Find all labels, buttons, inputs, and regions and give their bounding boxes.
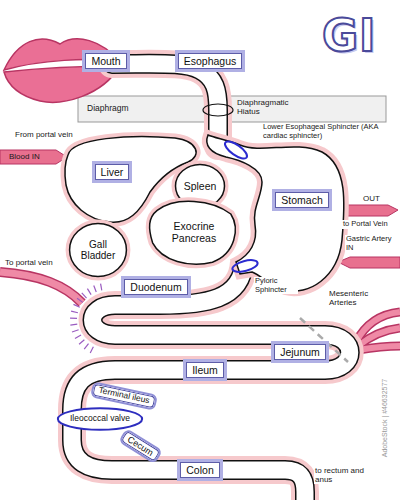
- fringe-stroke: [90, 347, 93, 353]
- organ-box: Terminal ileus: [90, 381, 158, 410]
- part-label: to Portal Vein: [342, 220, 389, 229]
- tube-wall: [72, 262, 350, 500]
- organ-name: Terminal ileus: [98, 385, 151, 406]
- part-label: To portal vein: [4, 258, 54, 267]
- organ-name: Esophagus: [184, 55, 237, 67]
- organ-name: Duodenum: [130, 281, 181, 293]
- part-label: AdobeStock | #46632577: [381, 378, 389, 459]
- organ-name: Colon: [186, 464, 213, 476]
- organ-name: Ileum: [192, 364, 218, 376]
- tube-lumen: [72, 262, 350, 500]
- fringe-stroke: [71, 311, 78, 313]
- part-label: Diaphragm: [86, 104, 130, 114]
- part-label: OUT: [362, 194, 381, 203]
- organ-box: Mouth: [82, 50, 129, 72]
- shape-border: [70, 224, 127, 277]
- organ-box: Duodenum: [121, 276, 190, 298]
- part-label: Lower Esophageal Sphincter (AKA cardiac …: [262, 123, 396, 140]
- organ-name: Gall Bladder: [74, 239, 122, 262]
- portal-vein-ribbon-edge: [0, 272, 82, 303]
- part-label: to rectum and anus: [314, 466, 380, 484]
- organ-name: Stomach: [281, 194, 322, 206]
- shape-halo: [70, 224, 127, 277]
- fringe-stroke: [101, 284, 102, 291]
- organ-box: Jejunum: [271, 341, 329, 363]
- fringe-stroke: [94, 285, 97, 292]
- part-label: From portal vein: [14, 130, 74, 139]
- organ-shape: Exocrine Pancreas: [148, 196, 240, 268]
- artery-edge: [358, 346, 400, 350]
- shape-halo: [150, 201, 236, 264]
- fringe-stroke: [79, 340, 84, 345]
- gastric-artery-ribbon: [338, 257, 400, 268]
- intestine-tube: [72, 262, 350, 500]
- organ-name: Cecum: [125, 434, 154, 458]
- diagram-title: GI: [322, 14, 377, 58]
- organ-shape: Ileococcal valve: [57, 408, 143, 430]
- tube-halo: [72, 262, 350, 500]
- fringe-stroke: [73, 304, 79, 307]
- fringe-stroke: [84, 344, 88, 350]
- fringe-stroke: [77, 298, 83, 302]
- fringe-stroke: [82, 293, 87, 298]
- fringe-stroke: [75, 335, 81, 339]
- part-label: Mesenteric Arteries: [328, 289, 398, 307]
- part-label: Diaphragmatic Hiatus: [236, 98, 300, 116]
- fringe-stroke: [72, 330, 79, 332]
- lower-esophageal-sphincter: [222, 138, 249, 161]
- shape-border: [150, 201, 236, 264]
- artery: [358, 346, 400, 350]
- shape-border: [58, 408, 142, 430]
- organ-name: Liver: [101, 166, 124, 178]
- organ-box: Esophagus: [175, 50, 246, 72]
- part-label: Blood IN: [8, 152, 41, 161]
- organ-box: Stomach: [272, 189, 331, 211]
- portal-vein-ribbon: [0, 272, 82, 303]
- organ-box: Liver: [92, 161, 133, 183]
- fringe-stroke: [87, 289, 91, 295]
- fringe-stroke: [70, 324, 77, 326]
- organ-box: Colon: [177, 459, 222, 481]
- part-label: Pyloric Sphincter: [254, 277, 298, 294]
- organ-name: Ileococcal valve: [70, 414, 130, 424]
- organ-name: Spleen: [184, 180, 217, 192]
- fringe-stroke: [70, 317, 77, 319]
- pyloric-sphincter: [231, 258, 259, 274]
- organ-name: Jejunum: [280, 346, 320, 358]
- blood-in-ribbon: [0, 150, 67, 164]
- part-label: Gastric Artery IN: [345, 235, 399, 252]
- organ-name: Exocrine Pancreas: [153, 220, 235, 244]
- diaphragmatic-hiatus: [203, 104, 233, 116]
- organ-box: Ileum: [183, 359, 227, 381]
- organ-name: Mouth: [91, 55, 120, 67]
- organ-shape: Gall Bladder: [69, 223, 127, 277]
